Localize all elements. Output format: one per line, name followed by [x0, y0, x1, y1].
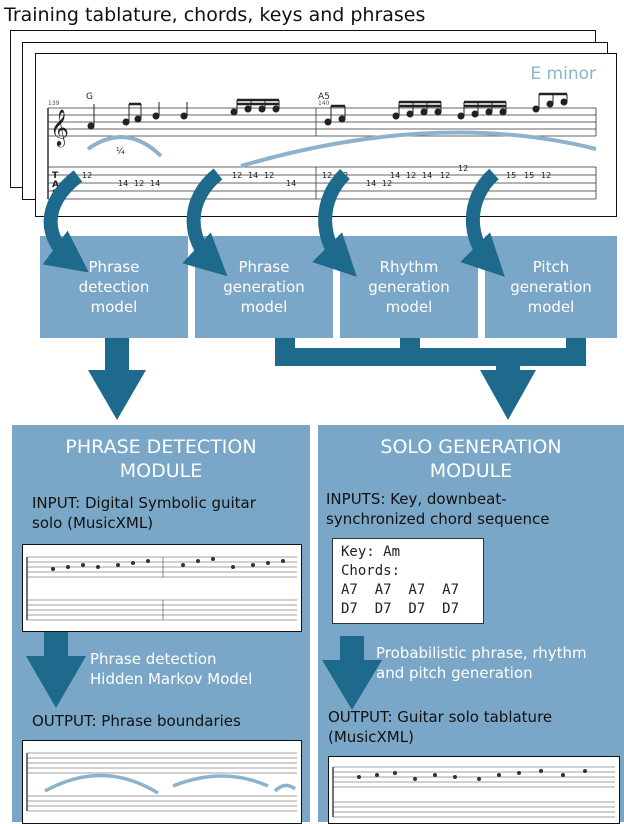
bend-marking: ¼	[116, 147, 125, 157]
arrow-head-detection	[88, 370, 146, 420]
tab-number: 15	[524, 171, 534, 180]
tab-number: 12	[322, 171, 332, 180]
tab-number: 12	[406, 171, 416, 180]
phrase-detection-output-text: OUTPUT: Phrase boundaries	[32, 712, 241, 730]
tab-number: 14	[286, 179, 296, 188]
treble-clef-icon: 𝄞	[50, 108, 69, 147]
tab-number: 12	[382, 179, 392, 188]
tab-number: 12	[338, 171, 348, 180]
tab-number: 12	[541, 171, 551, 180]
phrase-arc-2	[240, 130, 597, 168]
output-phrases-notation	[26, 752, 297, 812]
generated-solo-notation	[332, 766, 615, 818]
bracket-left-leg	[275, 338, 295, 362]
bracket-mid-leg	[400, 338, 420, 362]
figure-title: Training tablature, chords, keys and phr…	[4, 4, 426, 26]
tab-number: 14	[118, 179, 128, 188]
tab-number: 14	[390, 171, 400, 180]
tab-number: 12	[440, 171, 450, 180]
tab-number: 12	[264, 171, 274, 180]
arrow-head-generation	[480, 370, 536, 420]
tab-number: 14	[150, 179, 160, 188]
tab-letter-b: B	[52, 189, 59, 199]
score-sheet: E minor 𝄞	[35, 53, 617, 217]
arrow-shaft-generation	[496, 364, 520, 372]
output-phrases-sheet	[22, 740, 302, 824]
input-solo-notation	[26, 556, 297, 621]
output-phrase-arc-2	[172, 774, 269, 788]
output-phrase-arc-3	[273, 783, 297, 793]
score-notation: 𝄞	[47, 92, 597, 200]
phrase-arc-1	[86, 135, 163, 158]
generated-solo-sheet	[328, 756, 620, 824]
measure-number-2: 140	[318, 100, 330, 107]
solo-generation-input-text: INPUTS: Key, downbeat-synchronized chord…	[326, 490, 550, 528]
tab-number: 12	[134, 179, 144, 188]
bracket-right-leg	[566, 338, 586, 362]
tab-number: 15	[506, 171, 516, 180]
tab-number: 12	[232, 171, 242, 180]
tab-number: 14	[366, 179, 376, 188]
bracket-bar	[275, 348, 586, 366]
key-label: E minor	[530, 64, 596, 84]
tab-number: 14	[422, 171, 432, 180]
tab-number: 12	[82, 171, 92, 180]
tab-number: 12	[458, 164, 468, 173]
arrow-shaft-detection	[105, 338, 129, 372]
tab-number: 14	[248, 171, 258, 180]
chord-label-2: A5	[318, 92, 330, 102]
solo-generation-output-text: OUTPUT: Guitar solo tablature(MusicXML)	[328, 708, 553, 746]
measure-number-1: 139	[48, 100, 60, 107]
chord-label-1: G	[86, 92, 93, 102]
output-phrase-arc-1	[44, 773, 159, 795]
input-solo-sheet	[22, 544, 302, 632]
